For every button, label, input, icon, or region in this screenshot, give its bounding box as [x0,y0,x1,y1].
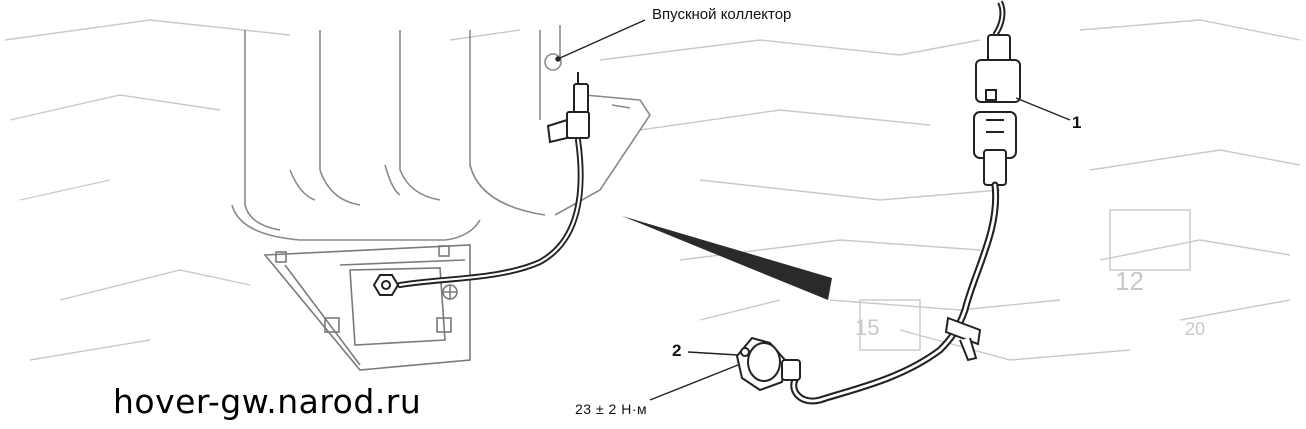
manifold-sensor [546,72,590,144]
sensor-2 [735,336,801,392]
svg-text:15: 15 [855,315,879,340]
harness-clip [944,316,982,362]
callout-1-label: 1 [1072,113,1082,132]
svg-text:12: 12 [1115,266,1144,296]
intake-manifold-label: Впускной коллектор [652,6,792,23]
svg-text:20: 20 [1185,319,1205,339]
background-ghost-drawing: 12 15 20 [4,19,1301,361]
leader-lines [555,19,1071,401]
cable-mounting-nut [372,274,400,296]
mounting-bracket [263,244,471,371]
callout-2-label: 2 [672,341,682,360]
intake-manifold-outline [231,25,651,241]
torque-spec-label: 23 ± 2 Н·м [575,401,648,417]
sensor-harness-cable [397,137,584,288]
watermark-url: hover-gw.narod.ru [113,382,422,421]
view-direction-arrow [622,216,832,300]
connector-1 [973,0,1021,186]
